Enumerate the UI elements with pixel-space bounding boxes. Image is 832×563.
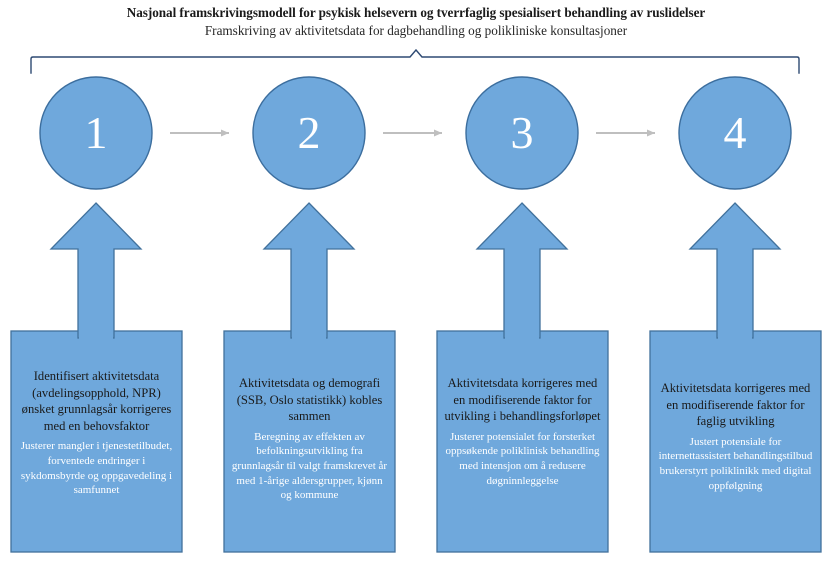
step-text-3: Aktivitetsdata korrigeres med en modifis…	[437, 375, 608, 488]
step-number-4: 4	[723, 107, 747, 158]
step-circle-3	[465, 76, 579, 190]
step-circle-4	[678, 76, 792, 190]
page-subtitle: Framskriving av aktivitetsdata for dagbe…	[204, 23, 628, 38]
step-sub-1: Justerer mangler i tjenestetilbudet, for…	[20, 440, 173, 497]
step-number-2: 2	[297, 107, 321, 158]
step-heading-2: Aktivitetsdata og demografi (SSB, Oslo s…	[236, 376, 383, 424]
step-number-3: 3	[510, 107, 534, 158]
step-sub-3: Justerer potensialet for forsterket opps…	[445, 430, 600, 487]
step-circle-2	[252, 76, 366, 190]
step-box-3	[436, 330, 609, 553]
step-sub-4: Justert potensiale for internettassister…	[658, 435, 813, 492]
up-arrow-1	[49, 202, 143, 339]
page-title: Nasjonal framskrivingsmodell for psykisk…	[126, 5, 706, 20]
step-number-1: 1	[84, 107, 108, 158]
step-circle-1	[39, 76, 153, 190]
step-heading-3: Aktivitetsdata korrigeres med en modifis…	[444, 376, 601, 424]
step-text-2: Aktivitetsdata og demografi (SSB, Oslo s…	[224, 375, 395, 503]
step-heading-4: Aktivitetsdata korrigeres med en modifis…	[660, 381, 811, 429]
grouping-bracket	[30, 48, 800, 74]
step-sub-2: Beregning av effekten av befolkningsutvi…	[231, 430, 388, 502]
step-text-4: Aktivitetsdata korrigeres med en modifis…	[650, 380, 821, 493]
step-box-1	[10, 330, 183, 553]
step-heading-1: Identifisert aktivitetsdata (avdelingsop…	[21, 369, 172, 433]
step-text-1: Identifisert aktivitetsdata (avdelingsop…	[11, 368, 182, 498]
up-arrow-4	[688, 202, 782, 339]
step-box-4	[649, 330, 822, 553]
up-arrow-2	[262, 202, 356, 339]
up-arrow-3	[475, 202, 569, 339]
